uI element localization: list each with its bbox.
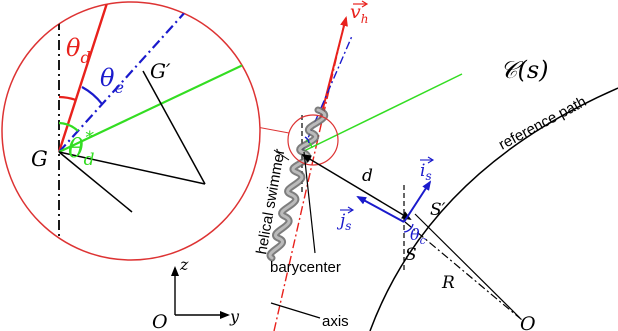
reference-path-curve [369,87,618,331]
inset-blue-dashdot [58,2,197,153]
inset-theta-dstar-arc [58,121,79,132]
theta-c-label: θc [410,225,426,247]
s-label: S [405,245,417,265]
theta-e-label: θe [100,64,124,97]
curve-name-label: 𝒞(s) [500,56,549,84]
small-arc-green [305,139,313,149]
axis-pointer [270,302,321,319]
reference-path-label: reference path [496,93,589,153]
theta-d-label: θd [66,34,91,67]
inset-circle [1,1,261,261]
js-overarrow-head [347,206,355,214]
gprime-label: G′ [150,59,171,83]
barycenter-label: barycenter [270,259,341,276]
d-label: d [362,166,373,186]
z-label: z [179,255,189,274]
g-label: G [31,147,48,171]
js-label: js [336,211,351,233]
radius-line [404,221,523,321]
sprime-label: S′ [430,200,446,220]
helical-swimmer [266,106,329,262]
inset-theta-e-arc [81,86,103,105]
green-line [301,73,463,153]
barycenter-pointer [303,151,316,254]
inset-red-line [57,2,110,153]
inset-line-gprime [142,70,206,185]
theta-d-star-label: θd* [68,128,95,170]
inset-theta-d-arc [58,95,77,102]
axis-label: axis [322,313,349,330]
y-label: y [229,307,240,326]
inset-magnifier: θd θe θd* G G′ [1,1,261,261]
is-label: is [420,161,432,183]
swimmer-pointer [273,149,290,161]
vh-label: vh [350,1,368,26]
distance-d-arrow [301,153,412,221]
vh-overarrow-head [361,0,369,8]
small-arc-blue [304,136,310,144]
theta-c-arc [403,223,414,233]
o-right-label: O [520,313,536,331]
sprime-to-o-line [414,213,521,319]
is-overarrow-head [427,156,435,164]
R-label: R [441,273,455,293]
inset-line-to-sprime [58,151,133,213]
inset-line-g-right [58,151,206,185]
is-vector [403,180,432,223]
vh-arrow [319,16,348,121]
js-vector [356,196,405,223]
o-left-label: O [152,311,168,331]
